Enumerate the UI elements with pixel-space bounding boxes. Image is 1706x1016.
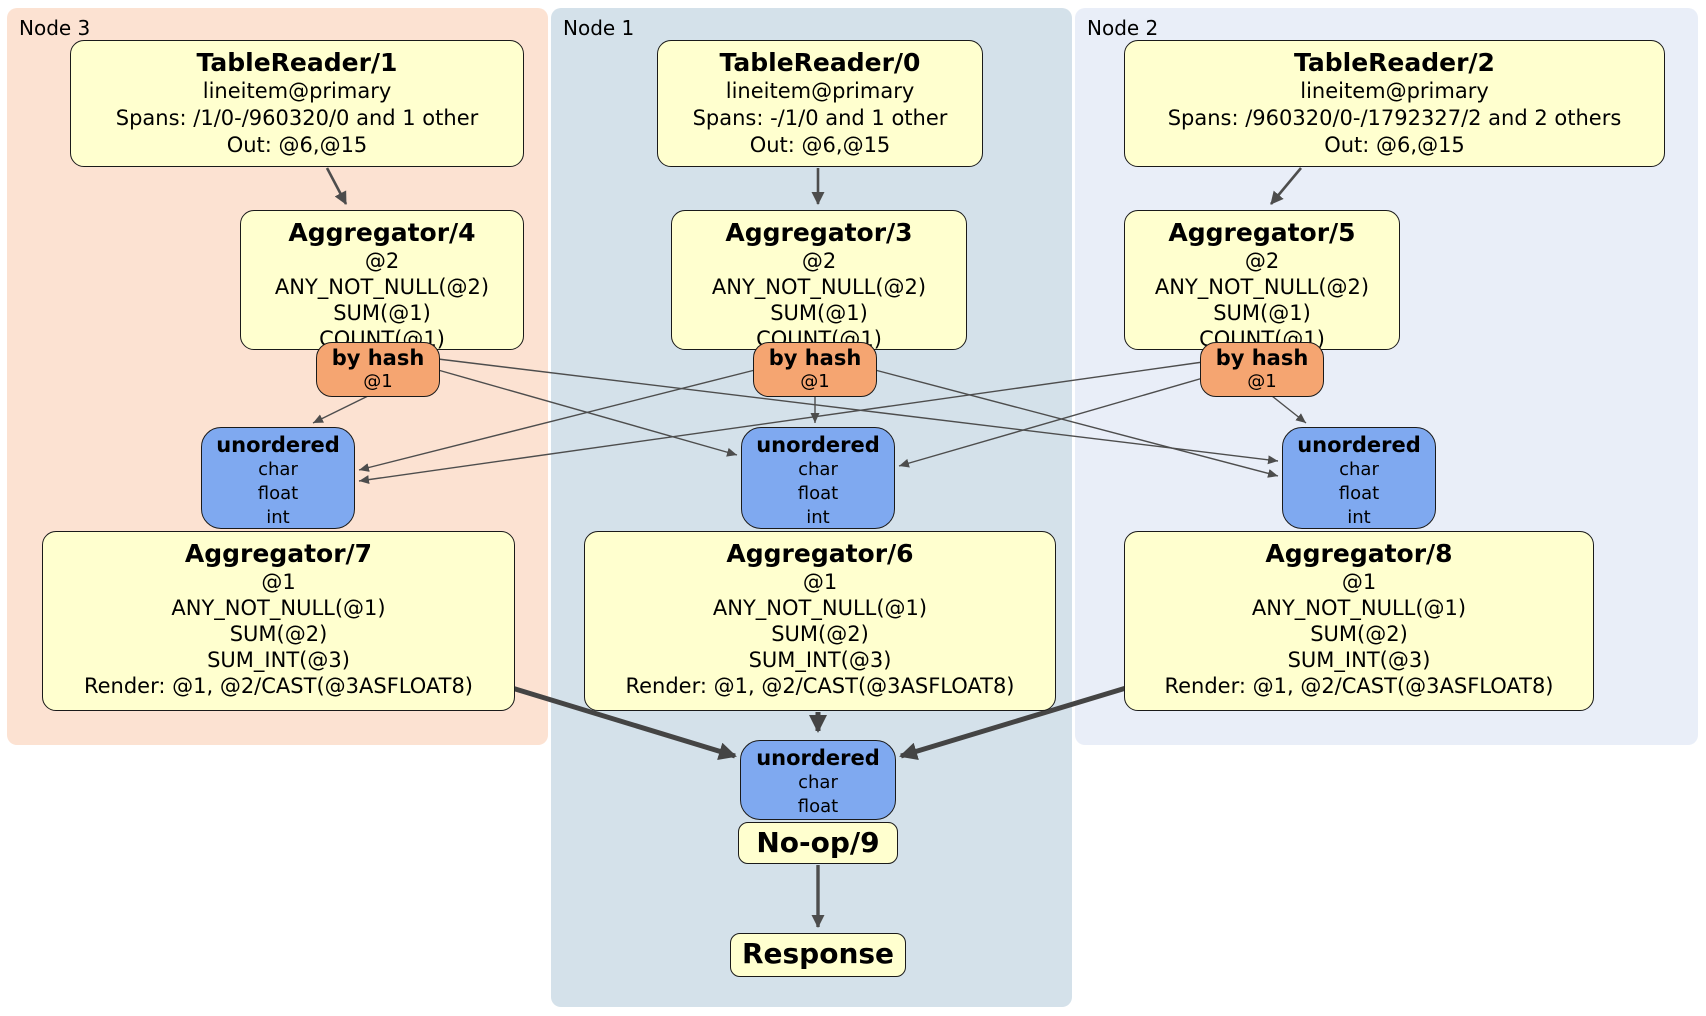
- edge-router2-sync2: [1271, 395, 1307, 424]
- router-title: by hash: [331, 346, 425, 370]
- edge-router2-sync1: [898, 377, 1204, 468]
- processor-tablereader-2: TableReader/2 lineitem@primary Spans: /9…: [1124, 40, 1665, 167]
- processor-detail: SUM(@2): [229, 622, 328, 646]
- edge-tablereader1-aggregator4: [325, 167, 348, 205]
- node-label-1: Node 1: [563, 16, 635, 40]
- edge-aggregator8-final-sync: [899, 685, 1127, 760]
- processor-detail: Render: @1, @2/CAST(@3ASFLOAT8): [1164, 674, 1554, 698]
- router-by-hash-node2: by hash @1: [1200, 342, 1324, 397]
- processor-title: Aggregator/6: [726, 539, 914, 568]
- node-label-2: Node 2: [1087, 16, 1159, 40]
- edge-router3-sync3: [312, 395, 369, 424]
- processor-aggregator-3: Aggregator/3 @2 ANY_NOT_NULL(@2) SUM(@1)…: [671, 210, 967, 351]
- edge-tablereader2-aggregator5: [1270, 167, 1302, 205]
- processor-detail: SUM(@2): [1310, 622, 1408, 646]
- response-title: Response: [741, 937, 895, 970]
- processor-tablereader-0: TableReader/0 lineitem@primary Spans: -/…: [657, 40, 983, 167]
- sync-detail: char: [258, 459, 298, 480]
- router-by-hash-node3: by hash @1: [316, 342, 440, 397]
- sync-detail: int: [806, 507, 830, 528]
- processor-detail: @2: [364, 249, 400, 273]
- processor-detail: Spans: -/1/0 and 1 other: [692, 106, 948, 130]
- sync-title: unordered: [216, 433, 340, 457]
- processor-detail: SUM(@1): [1213, 301, 1311, 325]
- processor-title: Aggregator/7: [184, 539, 373, 568]
- router-detail: @1: [800, 371, 830, 392]
- sync-detail: float: [257, 483, 299, 504]
- processor-title: Aggregator/5: [1168, 218, 1356, 247]
- sync-detail: int: [1347, 507, 1371, 528]
- processor-detail: SUM_INT(@3): [748, 648, 892, 672]
- processor-detail: Out: @6,@15: [226, 133, 368, 157]
- processor-detail: @2: [1244, 249, 1280, 273]
- sync-detail: char: [1339, 459, 1379, 480]
- processor-detail: ANY_NOT_NULL(@1): [1251, 596, 1467, 620]
- processor-aggregator-7: Aggregator/7 @1 ANY_NOT_NULL(@1) SUM(@2)…: [42, 531, 515, 711]
- processor-detail: ANY_NOT_NULL(@2): [1154, 275, 1370, 299]
- processor-detail: ANY_NOT_NULL(@2): [711, 275, 927, 299]
- processor-detail: @2: [801, 249, 837, 273]
- sync-title: unordered: [756, 433, 880, 457]
- processor-detail: ANY_NOT_NULL(@2): [274, 275, 490, 299]
- edge-router2-sync3: [358, 361, 1204, 485]
- sync-detail: float: [797, 796, 839, 817]
- processor-detail: lineitem@primary: [1300, 79, 1489, 103]
- sync-detail: char: [798, 459, 838, 480]
- sync-detail: float: [797, 483, 839, 504]
- response-box: Response: [730, 933, 906, 977]
- processor-detail: ANY_NOT_NULL(@1): [171, 596, 386, 620]
- processor-detail: Spans: /1/0-/960320/0 and 1 other: [115, 106, 479, 130]
- processor-aggregator-4: Aggregator/4 @2 ANY_NOT_NULL(@2) SUM(@1)…: [240, 210, 524, 351]
- edge-router1-sync3: [358, 369, 756, 472]
- sync-unordered-node3: unordered char float int: [201, 427, 355, 529]
- sync-unordered-node1: unordered char float int: [741, 427, 895, 529]
- node-label-3: Node 3: [19, 16, 91, 40]
- processor-detail: Out: @6,@15: [749, 133, 891, 157]
- router-title: by hash: [1215, 346, 1309, 370]
- sync-detail: int: [266, 507, 290, 528]
- edge-aggregator7-final-sync: [511, 685, 737, 760]
- router-by-hash-node1: by hash @1: [753, 342, 877, 397]
- sync-unordered-node2: unordered char float int: [1282, 427, 1436, 529]
- processor-title: TableReader/2: [1294, 48, 1495, 77]
- sync-detail: char: [798, 772, 838, 793]
- edge-router1-sync2: [874, 369, 1279, 478]
- processor-detail: @1: [1341, 570, 1377, 594]
- processor-detail: Spans: /960320/0-/1792327/2 and 2 others: [1167, 106, 1622, 130]
- router-detail: @1: [1247, 371, 1277, 392]
- router-detail: @1: [363, 371, 393, 392]
- processor-detail: Render: @1, @2/CAST(@3ASFLOAT8): [83, 674, 474, 698]
- processor-title: TableReader/1: [196, 48, 398, 77]
- processor-detail: Out: @6,@15: [1324, 133, 1465, 157]
- processor-detail: SUM_INT(@3): [207, 648, 350, 672]
- processor-aggregator-8: Aggregator/8 @1 ANY_NOT_NULL(@1) SUM(@2)…: [1124, 531, 1594, 711]
- processor-title: No-op/9: [756, 826, 880, 859]
- sync-title: unordered: [756, 746, 880, 770]
- processor-title: Aggregator/8: [1265, 539, 1453, 568]
- sync-detail: float: [1338, 483, 1380, 504]
- processor-title: TableReader/0: [719, 48, 921, 77]
- processor-detail: Render: @1, @2/CAST(@3ASFLOAT8): [625, 674, 1015, 698]
- processor-title: Aggregator/4: [288, 218, 476, 247]
- processor-detail: @1: [261, 570, 296, 594]
- sync-unordered-final: unordered char float: [740, 740, 896, 820]
- processor-aggregator-6: Aggregator/6 @1 ANY_NOT_NULL(@1) SUM(@2)…: [584, 531, 1056, 711]
- processor-detail: SUM(@1): [770, 301, 868, 325]
- processor-detail: @1: [802, 570, 838, 594]
- router-title: by hash: [768, 346, 862, 370]
- sync-title: unordered: [1297, 433, 1421, 457]
- processor-detail: SUM(@1): [333, 301, 431, 325]
- processor-detail: lineitem@primary: [725, 79, 915, 103]
- processor-title: Aggregator/3: [725, 218, 913, 247]
- processor-detail: SUM_INT(@3): [1287, 648, 1431, 672]
- processor-detail: ANY_NOT_NULL(@1): [712, 596, 928, 620]
- processor-detail: lineitem@primary: [202, 79, 392, 103]
- processor-aggregator-5: Aggregator/5 @2 ANY_NOT_NULL(@2) SUM(@1)…: [1124, 210, 1400, 351]
- processor-detail: SUM(@2): [771, 622, 869, 646]
- processor-tablereader-1: TableReader/1 lineitem@primary Spans: /1…: [70, 40, 524, 167]
- processor-noop-9: No-op/9: [738, 822, 898, 864]
